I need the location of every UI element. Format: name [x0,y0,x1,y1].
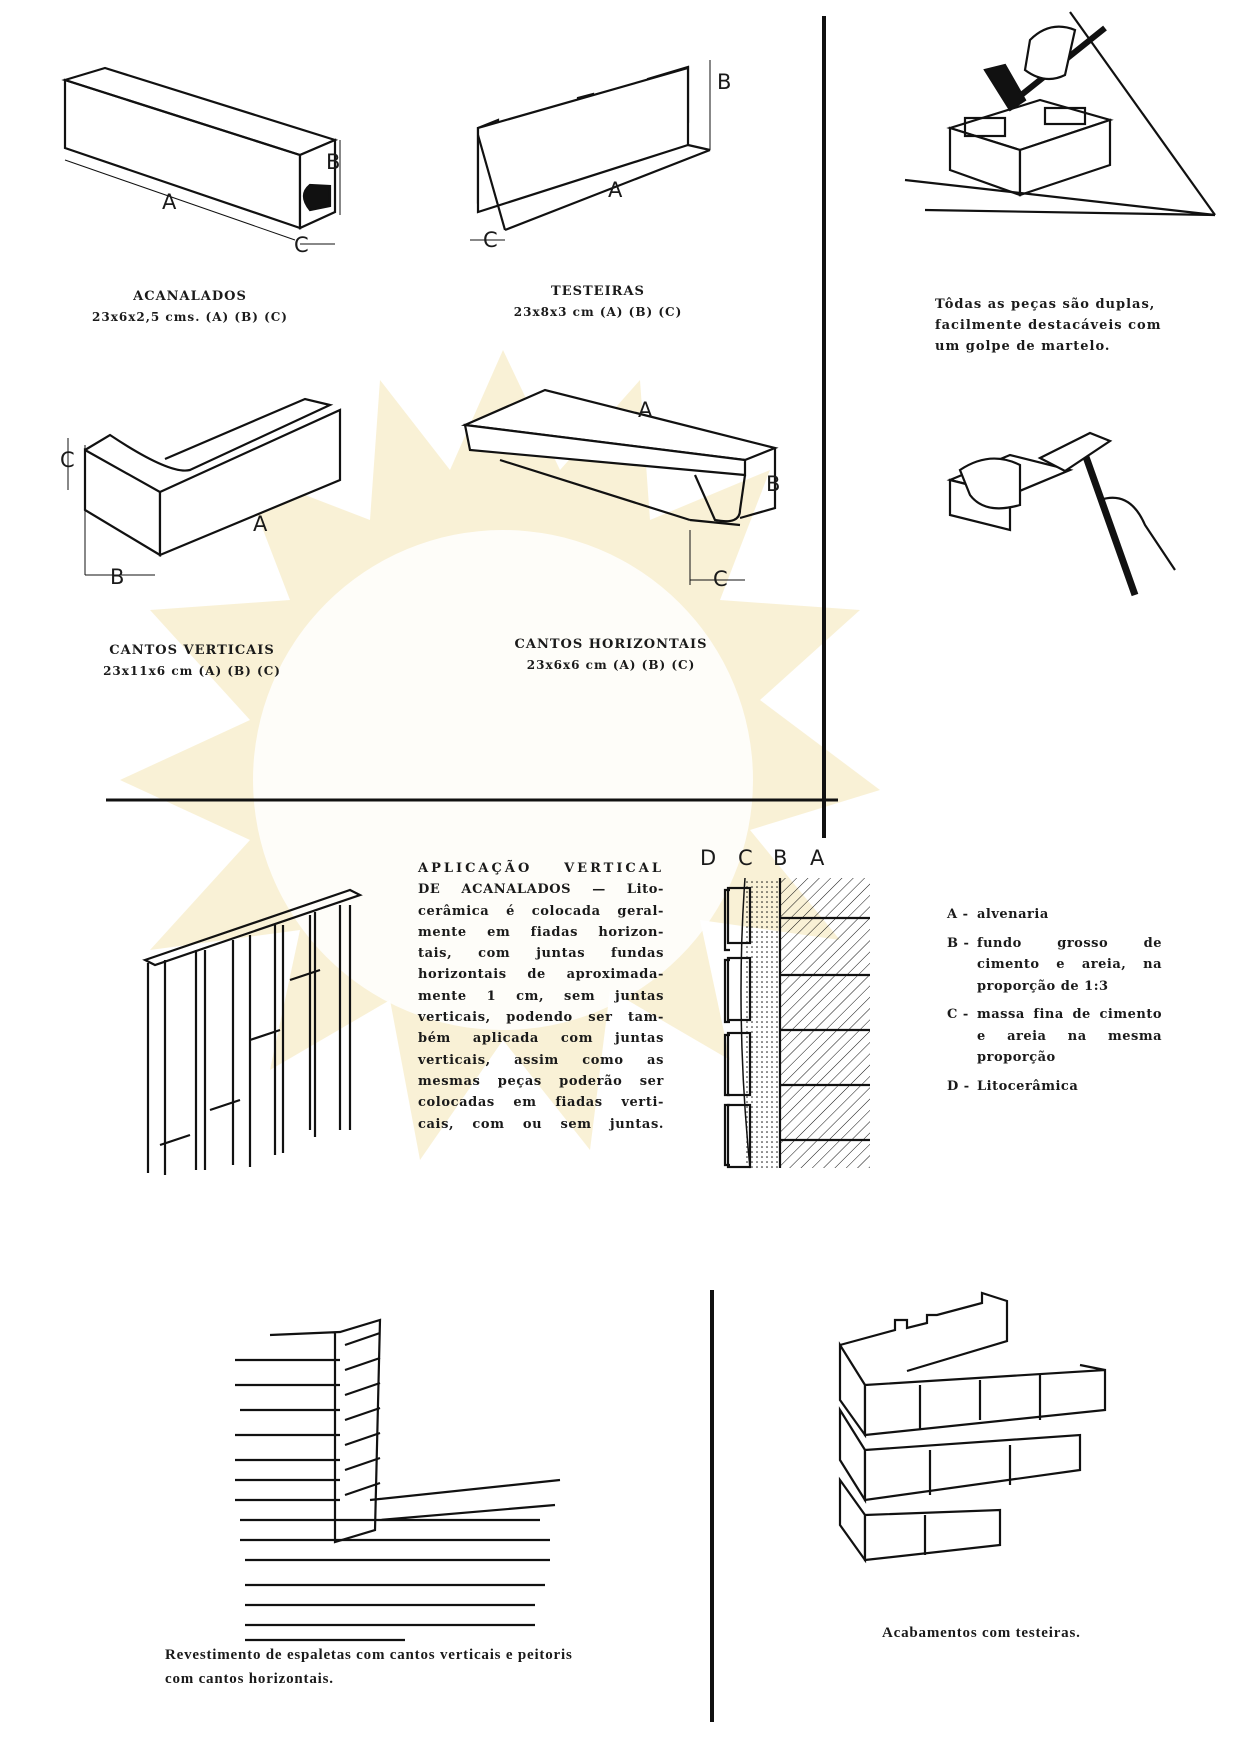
dim-label-c: C [294,233,309,257]
caption-dims: 23x11x6 cm (A) (B) (C) [103,664,281,678]
acanalado-drawing [61,66,341,245]
caption-acanalados: ACANALADOS 23x6x2,5 cms. (A) (B) (C) [70,286,310,328]
section-label-a: A [810,846,825,870]
text-line: tais, com juntas fundas [418,946,664,962]
section-legend: A - alvenaria B - fundo grosso de cimento … [947,904,1162,1104]
section-label-d: D [700,846,717,870]
caption-title: ACANALADOS [133,289,247,304]
text-line: mente 1 cm, sem juntas [418,988,664,1004]
note-line: facilmente destacáveis com [935,318,1162,333]
caption-acabamentos: Acabamentos com testeiras. [882,1625,1081,1641]
canto-vertical-drawing [67,397,342,576]
application-text: APLICAÇÃO VERTICAL DE ACANALADOS — Lito-… [418,858,664,1135]
dim-label-c: C [60,448,75,472]
legend-key: A - [947,907,969,922]
dim-label-b: B [717,70,732,94]
caption-line: Revestimento de espaletas com cantos ver… [165,1647,573,1663]
caption-cantos-verticais: CANTOS VERTICAIS 23x11x6 cm (A) (B) (C) [62,640,322,682]
legend-item-c: C - massa fina de cimento e areia na mesm… [947,1004,1162,1069]
dim-label-a: A [253,512,268,536]
legend-key: C - [947,1007,969,1022]
caption-title: TESTEIRAS [551,284,645,299]
dim-label-a: A [608,178,623,202]
section-label-c: C [738,846,753,870]
dim-label-b: B [110,565,125,589]
caption-title: CANTOS HORIZONTAIS [514,637,708,652]
dim-label-a: A [162,190,177,214]
note-line: Tôdas as peças são duplas, [935,297,1156,312]
caption-cantos-horizontais: CANTOS HORIZONTAIS 23x6x6 cm (A) (B) (C) [481,634,741,676]
hammer-note: Tôdas as peças são duplas, facilmente de… [935,294,1161,357]
testeiras-wall-drawing [838,1291,1107,1564]
text-line: cais, com ou sem juntas. [418,1116,664,1132]
caption-dims: 23x6x6 cm (A) (B) (C) [526,658,696,672]
dim-label-b: B [326,150,341,174]
watermark-center [253,530,753,1030]
text-line: cerâmica é colocada geral- [418,903,664,919]
vertical-acanalados-wall-drawing [142,888,363,1175]
legend-key: B - [947,935,970,951]
legend-text: Litocerâmica [977,1078,1079,1094]
caption-dims: 23x8x3 cm (A) (B) (C) [513,305,683,319]
wall-cross-section-drawing [723,877,870,1169]
dim-label-b: B [766,472,781,496]
legend-item-b: B - fundo grosso de cimento e areia, na p… [947,933,1162,998]
legend-text: massa fina de cimento e areia na mesma p… [977,1007,1162,1065]
text-line: bém aplicada com juntas [418,1031,664,1047]
legend-item-d: D - Litocerâmica [947,1076,1162,1098]
legend-item-a: A - alvenaria [947,904,1162,926]
caption-title: CANTOS VERTICAIS [109,643,275,658]
section-label-b: B [773,846,788,870]
canto-horizontal-drawing [460,388,779,585]
text-line: verticais, podendo ser tam- [418,1010,664,1026]
caption-espaletas: Revestimento de espaletas com cantos ver… [165,1643,573,1691]
text-line: mesmas peças poderão ser [418,1073,664,1089]
caption-line: com cantos horizontais. [165,1671,334,1687]
text-line: colocadas em fiadas verti- [418,1095,664,1111]
hammer-splitting-block-drawing [904,11,1216,217]
dim-label-a: A [638,398,653,422]
text-line: verticais, assim como as [418,1052,664,1068]
text-line: APLICAÇÃO VERTICAL [418,861,664,876]
legend-text: alvenaria [977,907,1049,922]
text-line: DE ACANALADOS — Lito- [418,882,664,898]
text-line: horizontais de aproximada- [418,967,664,983]
legend-text: fundo grosso de cimento e areia, na prop… [977,935,1162,994]
legend-key: D - [947,1078,970,1094]
dim-label-c: C [483,228,498,252]
note-line: um golpe de martelo. [935,339,1111,354]
caption-testeiras: TESTEIRAS 23x8x3 cm (A) (B) (C) [478,281,718,323]
caption-dims: 23x6x2,5 cms. (A) (B) (C) [92,310,288,324]
dim-label-c: C [713,567,728,591]
text-line: mente em fiadas horizon- [418,924,664,940]
espaletas-wall-drawing [235,1318,561,1642]
testeira-drawing [470,60,711,241]
chisel-block-drawing [946,431,1176,597]
